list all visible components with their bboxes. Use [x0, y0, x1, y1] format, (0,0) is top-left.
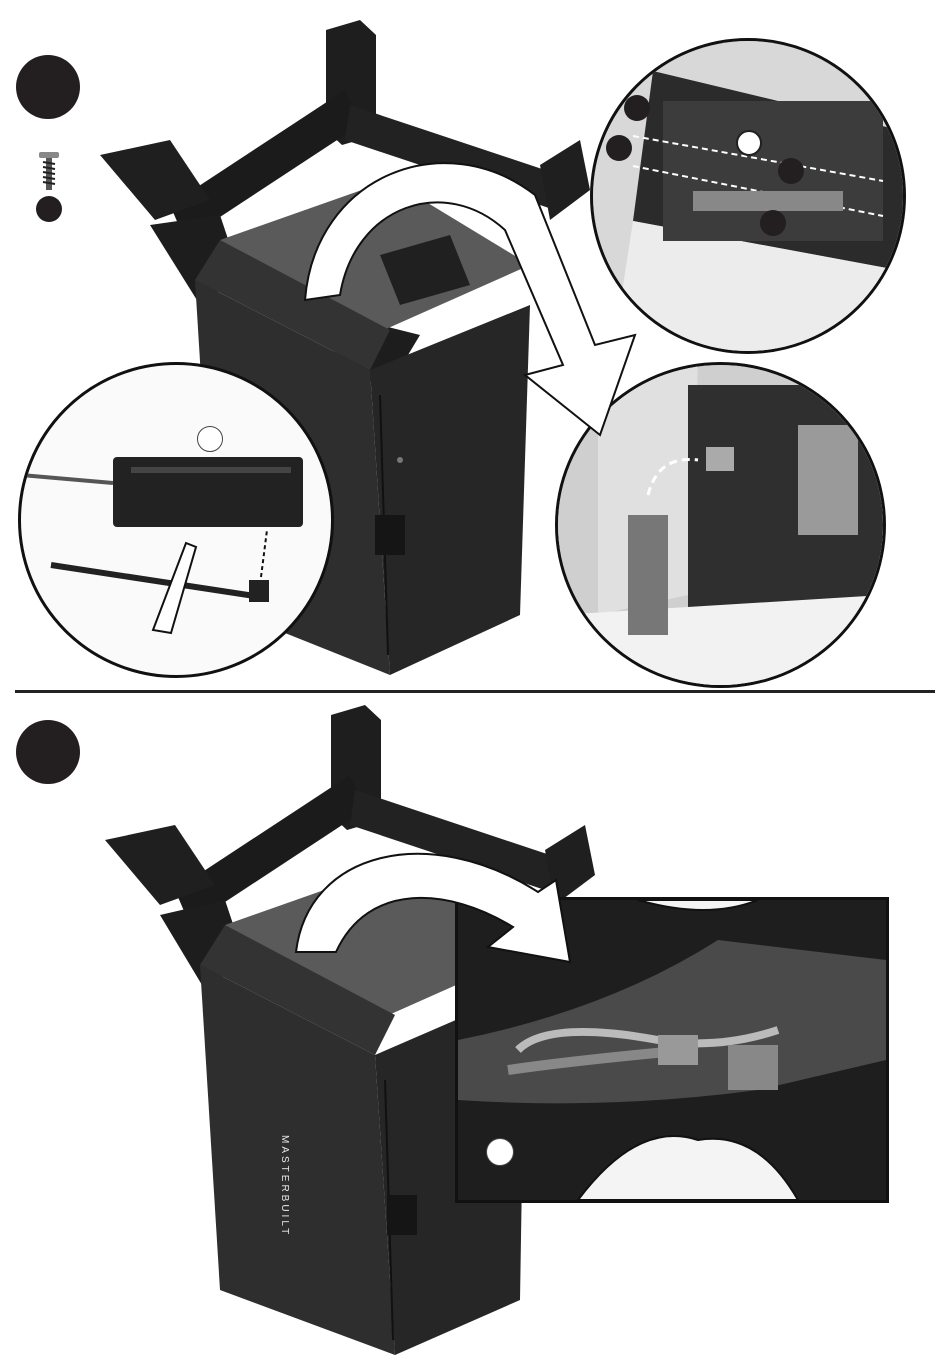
callout-left-label: [197, 426, 223, 452]
callout-controller: [18, 362, 334, 678]
hardware-qty-dot: [36, 196, 62, 222]
arrow-step-1: [295, 135, 640, 440]
callout-top-label-c: [736, 130, 762, 156]
brand-logo-text: MASTERBUILT: [279, 1135, 290, 1237]
step-1-badge: [16, 55, 80, 119]
callout-top-label-e: [760, 210, 786, 236]
callout-top-label-a: [624, 95, 650, 121]
step-divider: [15, 690, 935, 693]
callout-top-label-d: [778, 158, 804, 184]
screw-icon: [36, 150, 62, 194]
callout-step-2-label: [486, 1138, 514, 1166]
arrow-step-2: [288, 832, 588, 972]
step-2-badge: [16, 720, 80, 784]
